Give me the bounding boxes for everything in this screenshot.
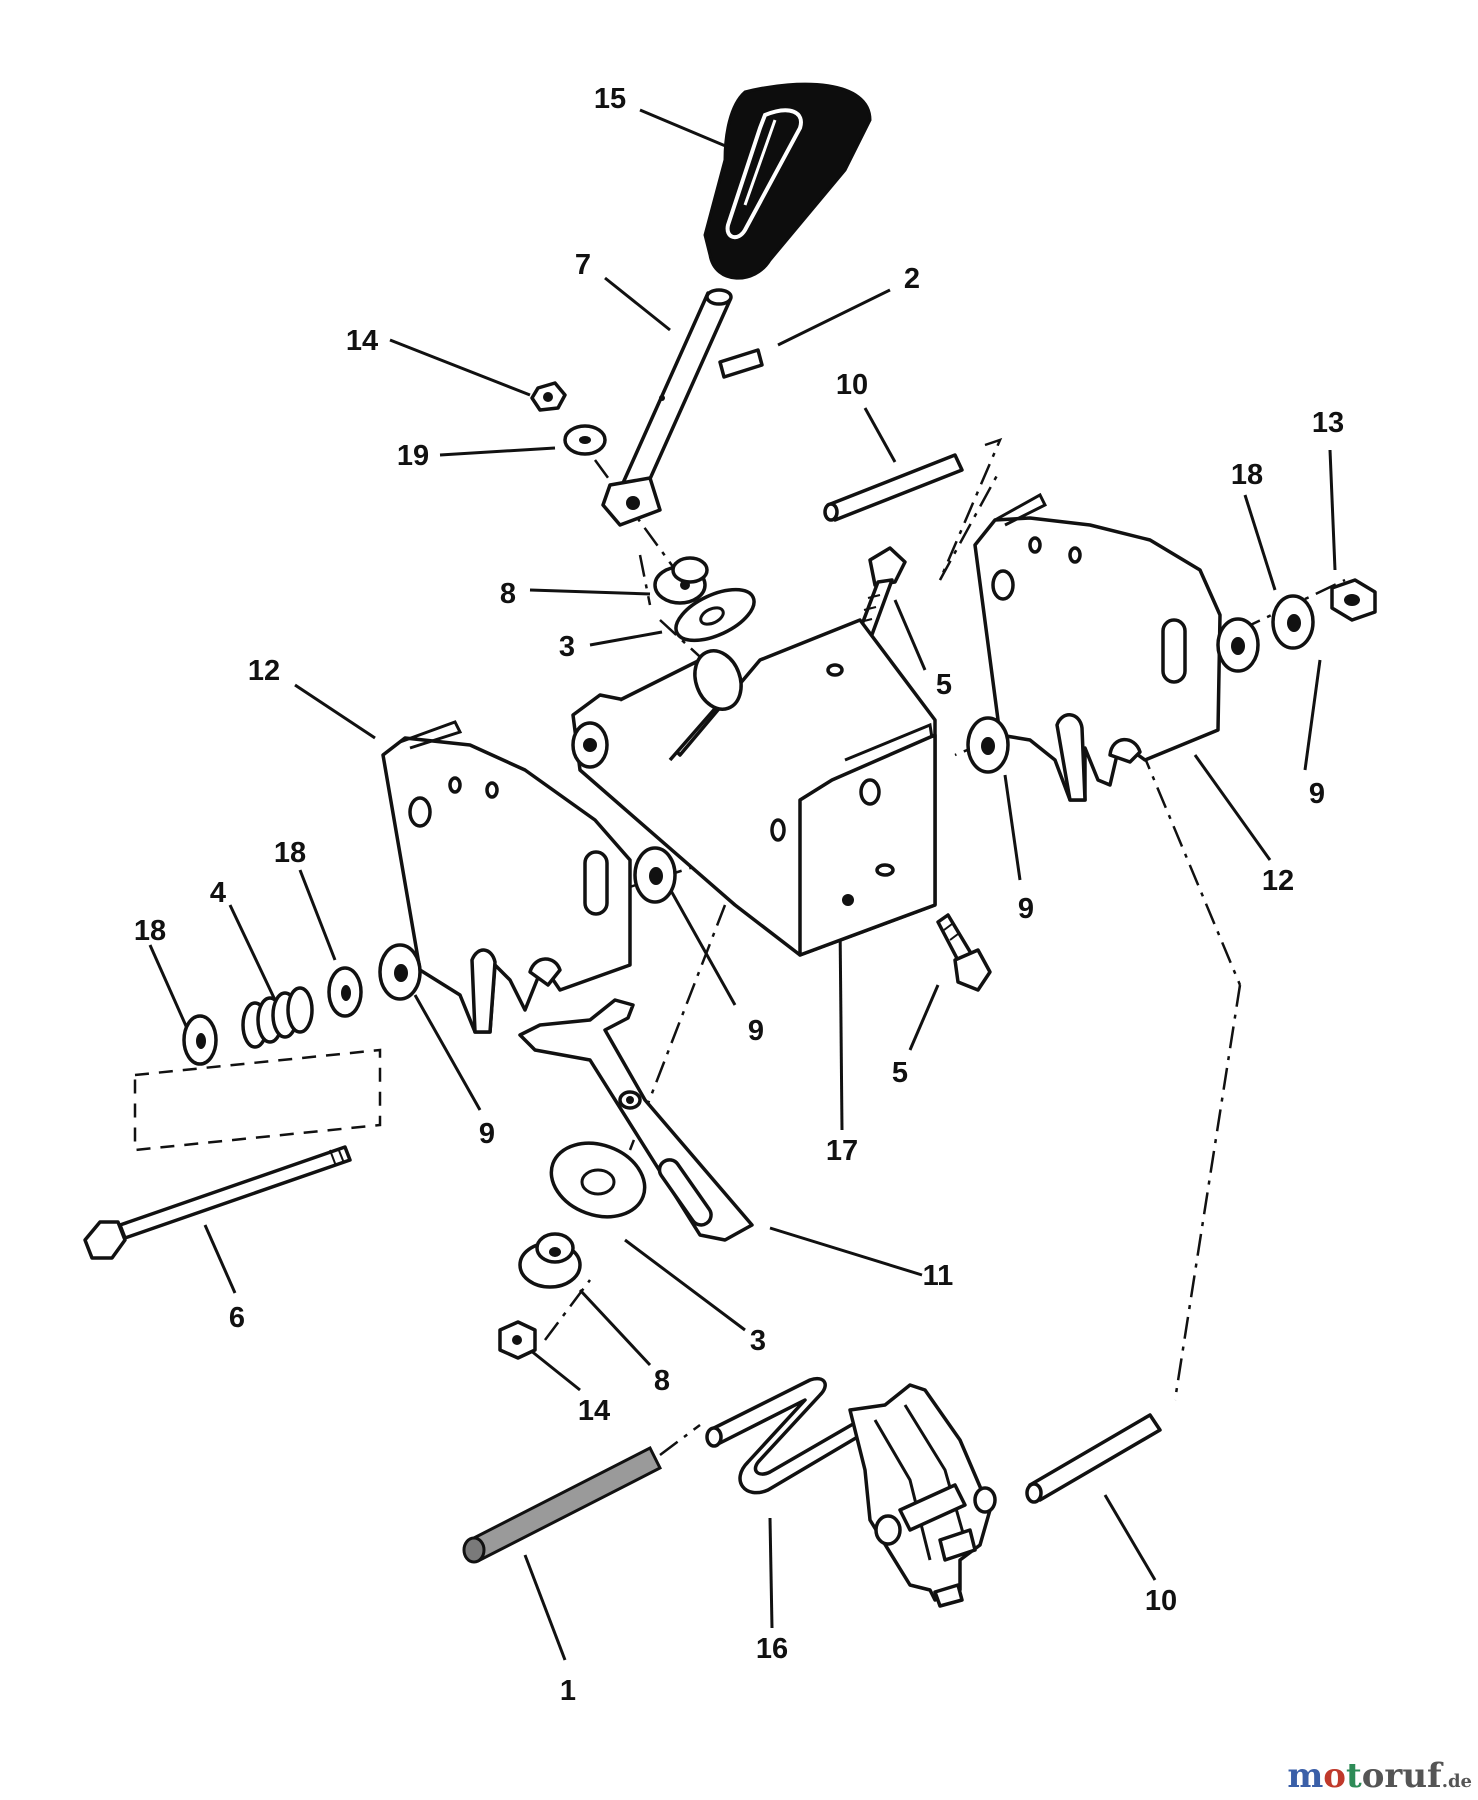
callout-label: 10 [836,369,868,401]
callout-label: 15 [594,83,626,115]
callout-label: 4 [210,877,226,909]
callout-label: 7 [575,249,591,281]
callout-label: 14 [346,325,378,357]
callout-label: 18 [1231,459,1263,491]
bracket-left [381,720,632,1034]
bushing-lower [518,1232,582,1289]
callout-label: 3 [750,1325,766,1357]
callout-label: 9 [1309,778,1325,810]
callout-label: 8 [654,1365,670,1397]
callout-label: 6 [229,1302,245,1334]
shift-housing [571,618,937,957]
callout-label: 10 [1145,1585,1177,1617]
callout-label: 9 [748,1015,764,1047]
watermark-brand: motoruf [1287,1756,1442,1796]
washer-9-upper-left [633,846,677,904]
washer-3-lower [549,1141,647,1219]
callout-label: 13 [1312,407,1344,439]
callout-label: 14 [578,1395,610,1427]
spring [241,986,314,1049]
leader-lines [148,108,1337,1661]
watermark-logo: motoruf.de [1287,1756,1472,1796]
callouts: 1 2 3 3 4 5 5 6 7 8 8 9 9 9 9 10 10 11 1… [134,83,1344,1707]
callout-label: 3 [559,631,575,663]
pin-upper [823,453,964,522]
callout-label: 18 [134,915,166,947]
callout-label: 8 [500,578,516,610]
linkage-bracket [848,1383,997,1608]
callout-label: 9 [1018,893,1034,925]
callout-label: 12 [1262,865,1294,897]
nut-top [530,381,567,412]
washer-18-right [1271,594,1315,650]
bracket-right [973,492,1222,802]
nut-13 [1330,578,1377,622]
washer-18-left-outer [182,1014,218,1066]
pin-shaded [462,1445,663,1564]
washer-18-left-inner [327,966,363,1018]
bolt-bottom [936,913,992,992]
callout-label: 11 [923,1260,954,1292]
callout-label: 2 [904,263,920,295]
callout-label: 9 [479,1118,495,1150]
callout-label: 19 [397,440,429,472]
roll-pin [718,348,764,379]
washer-9-right [1216,617,1260,673]
callout-label: 5 [892,1057,908,1089]
callout-label: 5 [936,669,952,701]
washer-3-top [674,587,756,643]
washer-9-lower-left [378,943,422,1001]
washer-19 [563,424,607,456]
bushing-top [653,556,709,605]
callout-label: 12 [248,655,280,687]
callout-label: 18 [274,837,306,869]
callout-label: 16 [756,1633,788,1665]
pin-lower [1025,1413,1162,1504]
watermark-tld: .de [1441,1771,1472,1792]
shift-arm [518,998,754,1242]
callout-label: 17 [826,1135,858,1167]
z-spring [705,1377,868,1495]
nut-lower [498,1320,537,1360]
knob [703,82,872,280]
shift-rod [601,288,733,527]
callout-label: 1 [560,1675,576,1707]
washer-9-mid [966,716,1010,774]
long-bolt [83,1145,352,1260]
